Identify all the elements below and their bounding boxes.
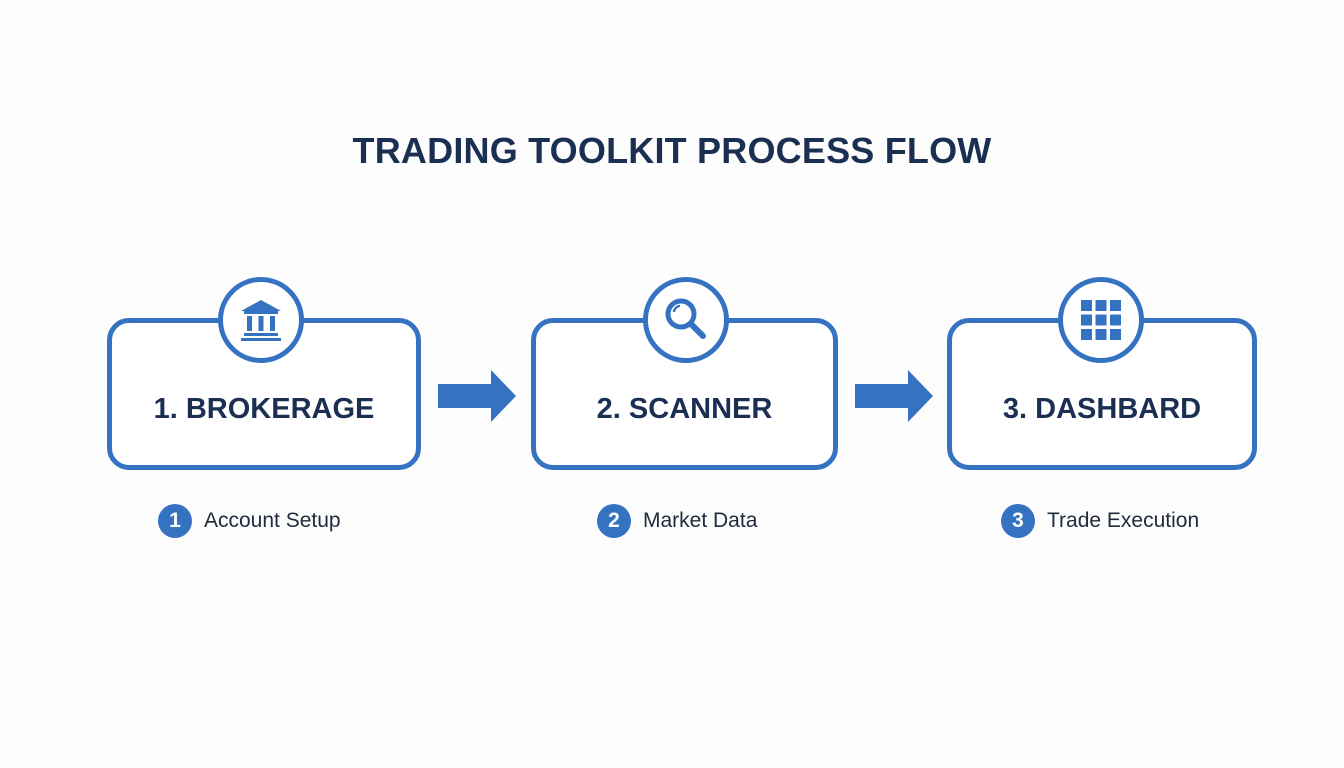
grid-icon	[1081, 300, 1121, 340]
step-caption-text: Account Setup	[204, 509, 341, 532]
step-icon-circle	[218, 277, 304, 363]
step-caption: 3 Trade Execution	[1001, 504, 1199, 538]
step-caption: 2 Market Data	[597, 504, 757, 538]
step-caption-text: Market Data	[643, 509, 758, 532]
step-icon-circle	[1058, 277, 1144, 363]
bank-icon	[241, 300, 281, 341]
step-number-badge: 2	[597, 504, 631, 538]
arrow-right-icon	[855, 370, 933, 422]
step-box-dashboard: 3. DASHBARD	[947, 318, 1257, 470]
step-caption-text: Trade Execution	[1047, 509, 1200, 532]
step-number-badge: 1	[158, 504, 192, 538]
step-icon-circle	[643, 277, 729, 363]
step-caption: 1 Account Setup	[158, 504, 341, 538]
step-label: 1. BROKERAGE	[153, 393, 375, 425]
step-label: 2. SCANNER	[596, 393, 773, 425]
step-number-badge: 3	[1001, 504, 1035, 538]
magnifier-icon	[665, 298, 706, 339]
diagram-title: TRADING TOOLKIT PROCESS FLOW	[352, 130, 992, 171]
arrow-right-icon	[438, 370, 516, 422]
step-label: 3. DASHBARD	[1002, 393, 1202, 425]
